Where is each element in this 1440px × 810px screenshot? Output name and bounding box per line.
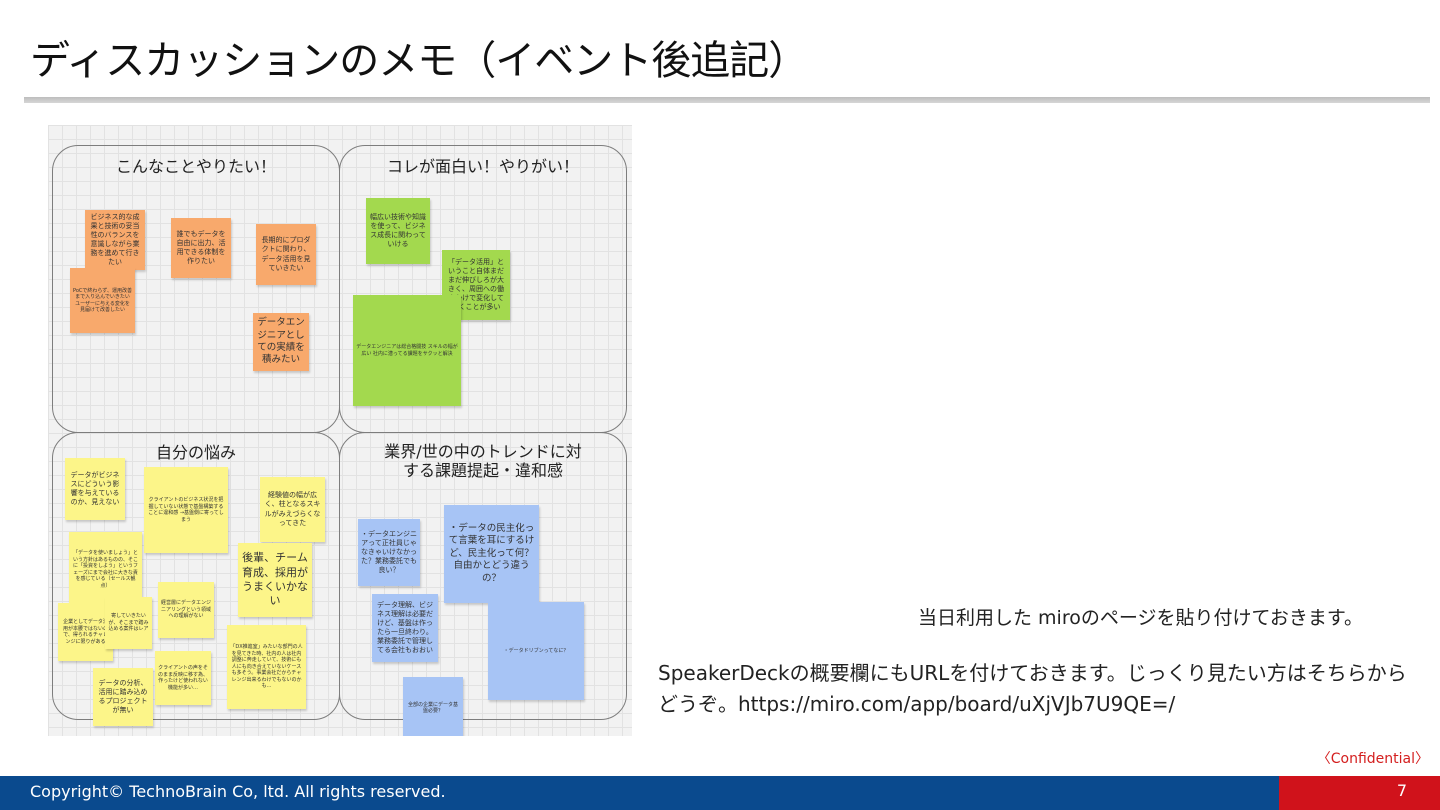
miro-board-screenshot: こんなことやりたい！ ビジネス的な成果と技術の妥当性のバランスを意識しながら業務…	[48, 125, 632, 736]
sticky-note: 経験値の幅が広く、柱となるスキルがみえづらくなってきた	[260, 477, 325, 542]
sticky-note: 幅広い技術や知識を使って、ビジネス成長に関わっていける	[366, 198, 430, 264]
page-number: 7	[1396, 781, 1407, 800]
sticky-note: 「データ活用」ということ自体まだまだ伸びしろが大きく、周囲への働きかけで変化して…	[442, 250, 510, 320]
sticky-note: ・データの民主化って言葉を耳にするけど、民主化って何？自由かとどう違うの？	[444, 505, 539, 603]
sticky-note: 全部の企業にデータ基盤必要？	[403, 677, 463, 736]
sticky-note: 誰でもデータを自由に出力、活用できる体制を作りたい	[171, 218, 231, 278]
copyright-text: Copyright© TechnoBrain Co, ltd. All righ…	[30, 782, 446, 801]
sticky-note: 寄していきたいが、そこまで踏み込める案件はレア	[105, 597, 152, 649]
confidential-label: 〈Confidential〉	[1316, 751, 1429, 767]
sticky-note: データの分析、活用に踏み込めるプロジェクトが無い	[93, 668, 153, 726]
sticky-note: データエンジニアは総合格闘技 スキルの幅が広い 社内に潜ってる課題をサクッと解決	[353, 295, 461, 406]
caption-miro-note: 当日利用した miroのページを貼り付けておきます。	[918, 607, 1363, 629]
page-number-box	[1279, 776, 1440, 810]
quadrant-title: コレが面白い！やりがい！	[386, 157, 579, 176]
quadrant-title: 業界/世の中のトレンドに対する課題提起・違和感	[384, 442, 582, 480]
sticky-note: クライアントのビジネス状況を把握していない状態で基盤構築することに違和感 →基盤…	[144, 467, 228, 553]
sticky-note: データエンジニアとしての実績を積みたい	[253, 313, 309, 371]
caption-speakerdeck-note: SpeakerDeckの概要欄にもURLを付けておきます。じっくり見たい方はそち…	[658, 661, 1407, 716]
footer-bar	[0, 776, 1440, 810]
sticky-note: データ理解、ビジネス理解は必要だけど、基盤は作ったら一旦終わり。業務委託で管理し…	[372, 594, 438, 662]
sticky-note: ・データエンジニアって正社員じゃなきゃいけなかった？業務委託でも良い？	[358, 519, 420, 586]
sticky-note: PoCで終わらず、運用改善まで入り込んでいきたいユーザーに与える変化を見届けて改…	[70, 268, 135, 333]
sticky-note: ビジネス的な成果と技術の妥当性のバランスを意識しながら業務を進めて行きたい	[85, 210, 145, 270]
quadrant-industry-trends: 業界/世の中のトレンドに対する課題提起・違和感	[339, 432, 627, 720]
sticky-note: 「データを使いましょう」という方針はあるものの、そこに「投資をしよう」というフェ…	[69, 532, 142, 607]
sticky-note: 企業としてデータ活用が本腰ではないので、得られるチャレンジに限りがある	[58, 603, 113, 661]
sticky-note: 「DX推進室」みたいな部門の人を見てきた時、社内の人は社内調整に奔走していて、技…	[227, 625, 306, 709]
quadrant-title: こんなことやりたい！	[115, 157, 276, 176]
sticky-note: 後輩、チーム育成、採用がうまくいかない	[238, 543, 312, 617]
sticky-note: 経営層にデータエンジニアリングという領域への理解がない	[158, 582, 214, 638]
sticky-note: 長期的にプロダクトに関わり、データ活用を見ていきたい	[256, 224, 316, 285]
quadrant-title: 自分の悩み	[155, 443, 236, 462]
sticky-note: ・データドリブンってなに？	[488, 602, 584, 700]
sticky-note: データがビジネスにどういう影響を与えているのか、見えない	[65, 458, 125, 520]
slide-title: ディスカッションのメモ（イベント後追記）	[30, 38, 808, 84]
sticky-note: クライアントの声をそのまま反映に移す為、作ったけど使われない機能が多い…	[155, 651, 211, 705]
title-divider	[24, 97, 1430, 103]
